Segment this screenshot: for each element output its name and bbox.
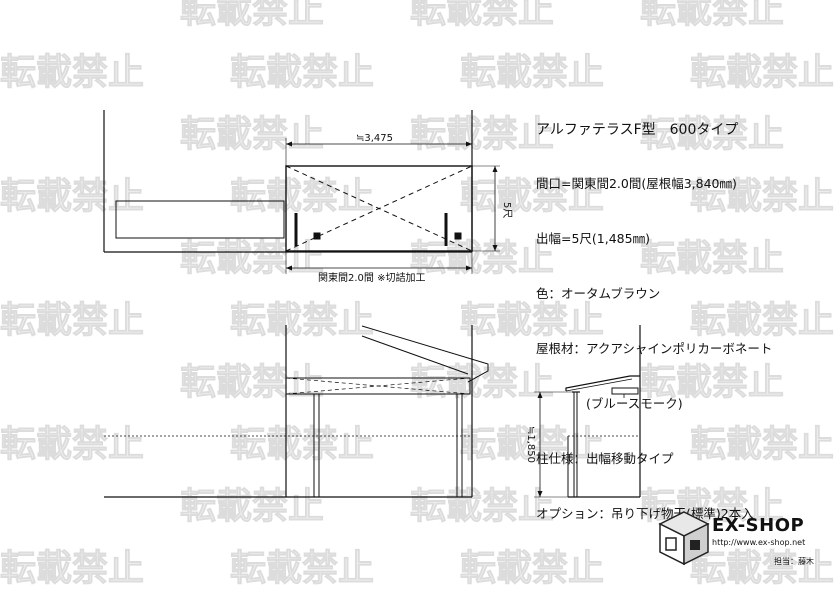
watermark-text: 転載禁止 (0, 300, 144, 341)
post-base (313, 232, 321, 240)
watermark-text: 転載禁止 (180, 238, 324, 279)
watermark-text: 転載禁止 (690, 424, 834, 465)
watermark-text: 転載禁止 (690, 548, 834, 589)
gutter-beam (285, 377, 471, 395)
spec-line: 柱仕様：出幅移動タイプ (536, 450, 674, 466)
watermark-text: 転載禁止 (640, 0, 784, 31)
post (313, 393, 320, 498)
watermark-text: 転載禁止 (460, 548, 604, 589)
plan-side-dimension: 5尺 (501, 202, 513, 218)
plan-bottom-label: 関東間2.0間 ※切詰加工 (318, 271, 425, 284)
spec-block: アルファテラスF型 600タイプ 間口=関東間2.0間(屋根幅3,840㎜) 出… (536, 84, 772, 541)
spec-line: オプション：吊り下げ物干(標準)2本入 (536, 505, 754, 521)
roof-diagonal (285, 165, 473, 252)
spec-line: 色：オータムブラウン (536, 286, 661, 302)
product-title: アルファテラスF型 600タイプ (536, 121, 739, 138)
watermark-text: 転載禁止 (0, 52, 144, 93)
spec-line: 間口=関東間2.0間(屋根幅3,840㎜) (536, 176, 737, 192)
watermark-text: 転載禁止 (180, 114, 324, 155)
brand-url[interactable]: http://www.ex-shop.net (712, 538, 806, 547)
watermark-text: 転載禁止 (460, 424, 604, 465)
watermark-text: 転載禁止 (410, 0, 554, 31)
brand-name: EX-SHOP (712, 515, 805, 536)
plan-top-dimension: ≒3,475 (356, 133, 393, 144)
side-elevation (534, 325, 641, 498)
watermark-text: 転載禁止 (230, 176, 374, 217)
watermark-text: 転載禁止 (180, 362, 324, 403)
watermark-text: 転載禁止 (640, 238, 784, 279)
watermark-text: 転載禁止 (410, 362, 554, 403)
watermark-text: 転載禁止 (690, 176, 834, 217)
watermark-text: 転載禁止 (640, 362, 784, 403)
watermark-text: 転載禁止 (460, 52, 604, 93)
watermark-text: 転載禁止 (180, 486, 324, 527)
ex-shop-logo-icon (658, 511, 710, 566)
roof-outline (285, 165, 473, 252)
watermark-text: 転載禁止 (460, 300, 604, 341)
watermark-text: 転載禁止 (230, 300, 374, 341)
staff-label: 担当：藤木 (774, 557, 814, 566)
watermark-text: 転載禁止 (0, 176, 144, 217)
watermark-text: 転載禁止 (460, 176, 604, 217)
spec-line: (ブルースモーク) (536, 396, 683, 412)
watermark-text: 転載禁止 (0, 548, 144, 589)
watermark-text: 転載禁止 (640, 114, 784, 155)
spec-line: 屋根材：アクアシャインポリカーボネート (536, 341, 773, 357)
eave-fitting (611, 387, 639, 395)
watermark-text: 転載禁止 (230, 52, 374, 93)
watermark-text: 転載禁止 (180, 0, 324, 31)
watermark-text: 転載禁止 (230, 424, 374, 465)
watermark-text: 転載禁止 (410, 114, 554, 155)
plan-view (103, 110, 500, 274)
watermark-text: 転載禁止 (410, 486, 554, 527)
front-elevation (104, 325, 489, 498)
watermark-text: 転載禁止 (640, 486, 784, 527)
watermark-text: 転載禁止 (690, 300, 834, 341)
post-base (454, 232, 462, 240)
side-height-dimension: ≒1,850 (525, 426, 536, 463)
watermark-text: 転載禁止 (410, 238, 554, 279)
watermark-text: 転載禁止 (690, 52, 834, 93)
spec-line: 出幅=5尺(1,485㎜) (536, 231, 650, 247)
watermark-text: 転載禁止 (230, 548, 374, 589)
post (456, 393, 463, 498)
watermark-text: 転載禁止 (0, 424, 144, 465)
